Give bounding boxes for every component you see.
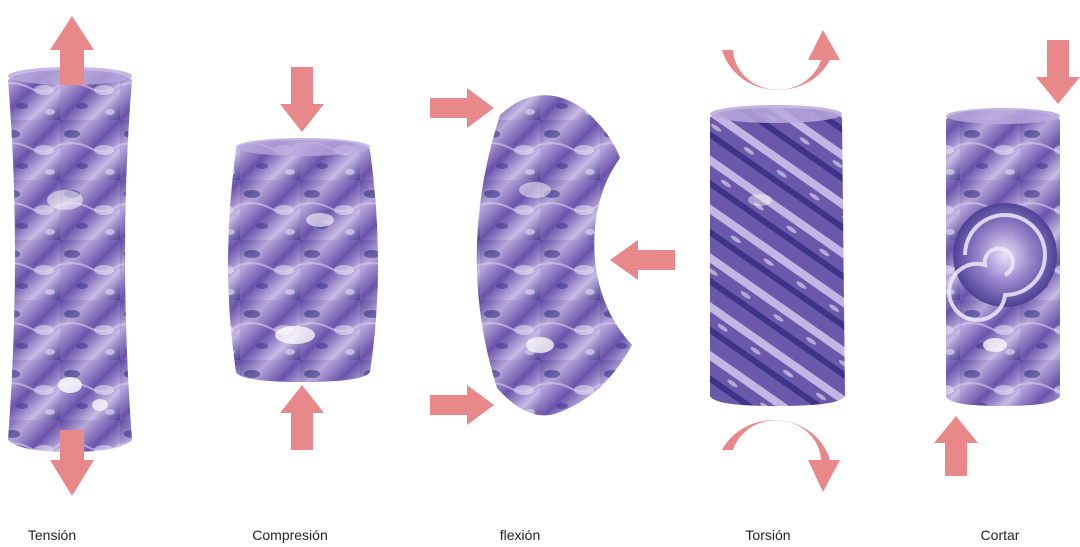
torsion-rotate-arrow-bottom	[722, 420, 840, 492]
bending-arrow-bottom-left	[430, 385, 494, 425]
bending-arrow-right	[610, 240, 675, 280]
compression-cylinder	[228, 140, 378, 382]
compression-arrow-down	[280, 67, 324, 132]
shear-arrow-down	[1036, 40, 1080, 104]
shear-swirl	[953, 203, 1057, 307]
label-bending: flexión	[500, 527, 540, 543]
tension-panel	[8, 16, 132, 496]
compression-arrow-up	[280, 385, 324, 450]
torsion-rotate-arrow-top	[722, 30, 840, 90]
label-compression: Compresión	[252, 527, 327, 543]
compression-panel	[228, 67, 378, 450]
shear-arrow-up	[934, 416, 978, 476]
label-torsion: Torsión	[745, 527, 790, 543]
bending-cylinder	[477, 95, 632, 415]
tension-cylinder	[8, 70, 132, 452]
torsion-panel	[710, 30, 845, 492]
label-tension: Tensión	[28, 527, 76, 543]
shear-panel	[934, 40, 1080, 476]
bending-panel	[430, 88, 675, 425]
torsion-cylinder	[710, 108, 845, 406]
bending-arrow-top-left	[430, 88, 494, 128]
label-shear: Cortar	[981, 527, 1020, 543]
